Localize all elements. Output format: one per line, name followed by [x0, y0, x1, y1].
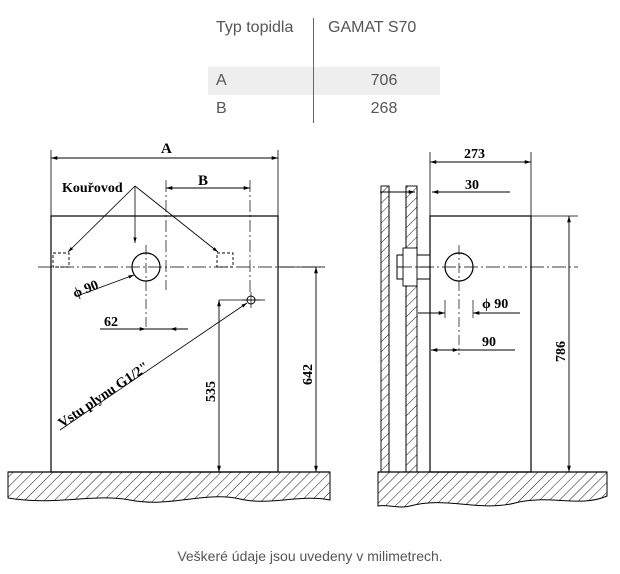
gas-inlet-label: Vstu plynu G1/2"	[56, 360, 152, 432]
spec-header-model: GAMAT S70	[328, 19, 417, 36]
dimension-b-label: B	[198, 173, 208, 189]
side-view: 273 30 ϕ 90 90 786	[377, 147, 608, 508]
dimension-a-label: A	[161, 141, 172, 157]
side-ground	[377, 471, 608, 508]
spec-row-a: A 706	[208, 67, 440, 95]
spec-column-divider	[313, 18, 314, 123]
left-flue-outlet	[52, 252, 70, 268]
spec-table: Typ topidla GAMAT S70 A 706 B 268	[208, 14, 440, 123]
dimension-786-label: 786	[554, 341, 569, 362]
front-heater-body	[50, 215, 279, 473]
spec-header-row: Typ topidla GAMAT S70	[208, 14, 440, 42]
front-view: A B Kouřovod ϕ 90 62 Vstu plynu G1/2"	[7, 141, 331, 503]
wall-outer	[380, 185, 390, 473]
side-heater-body	[429, 215, 532, 473]
spec-row-b: B 268	[208, 95, 440, 123]
dimension-90-label: 90	[482, 335, 496, 350]
dimension-62-label: 62	[104, 315, 118, 330]
side-flue-diameter-label: ϕ 90	[482, 297, 508, 312]
front-flue-diameter-label: ϕ 90	[71, 278, 101, 302]
spec-row-label: B	[216, 100, 227, 117]
flue-label: Kouřovod	[62, 181, 123, 196]
spec-row-value: 706	[370, 72, 398, 89]
wall-layer	[405, 185, 418, 473]
spec-row-label: A	[216, 72, 227, 89]
front-ground	[7, 471, 331, 503]
spec-header-label: Typ topidla	[216, 19, 294, 36]
units-footnote: Veškeré údaje jsou uvedeny v milimetrech…	[177, 548, 443, 564]
dimension-535-label: 535	[204, 381, 219, 402]
dimension-273-label: 273	[464, 147, 485, 162]
dimension-642-label: 642	[301, 364, 316, 385]
dimension-30-label: 30	[465, 178, 479, 193]
right-flue-outlet	[216, 252, 234, 268]
spec-row-value: 268	[370, 100, 398, 117]
